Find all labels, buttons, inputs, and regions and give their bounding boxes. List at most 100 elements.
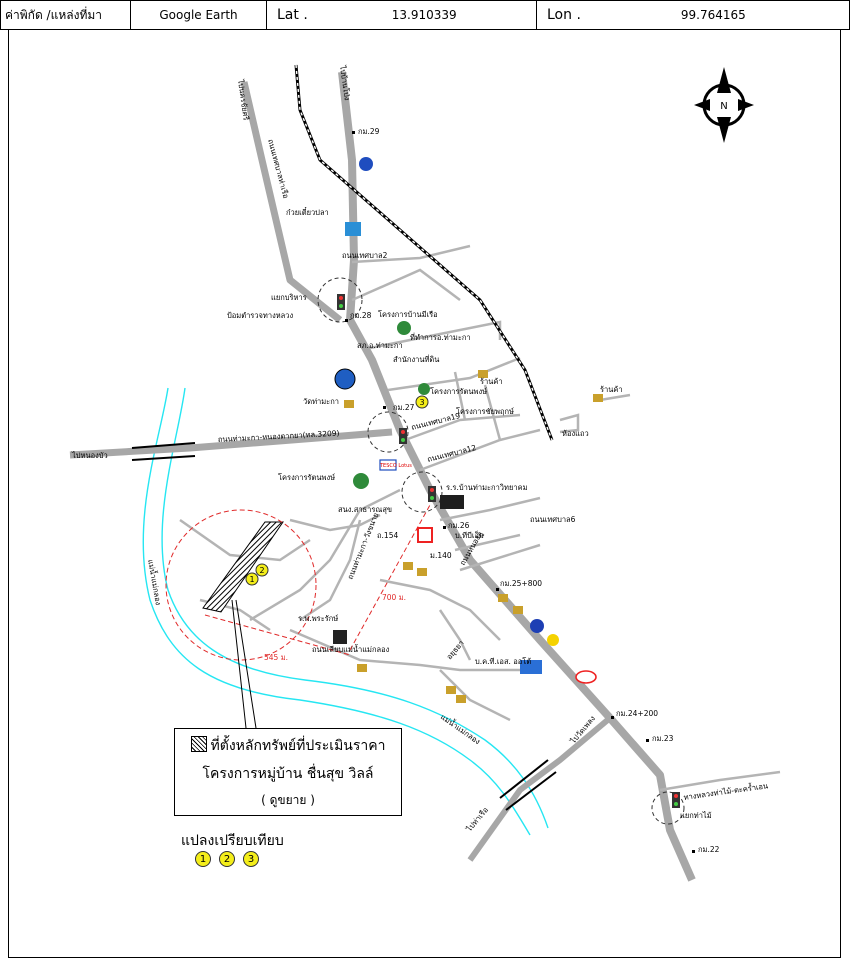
- intersection-circle-school: [401, 471, 443, 513]
- shell-station-icon: [547, 634, 559, 646]
- traffic-light-icon: [672, 792, 680, 808]
- river-bank-right: [161, 387, 549, 829]
- label-km22: กม.22: [698, 845, 720, 854]
- comparison-marker-3: 3: [243, 851, 259, 867]
- svg-text:3: 3: [419, 398, 424, 407]
- label-km29: กม.29: [358, 127, 380, 136]
- label-meter-700: 700 ม.: [382, 593, 406, 602]
- svg-text:2: 2: [259, 566, 264, 575]
- coordinate-header: ค่าพิกัด /แหล่งที่มา Google Earth Lat . …: [0, 0, 850, 30]
- tree-icon: [353, 321, 430, 489]
- lon-cell: Lon . 99.764165: [537, 1, 849, 29]
- compass-north-arrow: N: [694, 67, 754, 143]
- label-nakhon-chai-si: ไปนครชัยศรี: [236, 78, 251, 121]
- label-land-office: สำนักงานที่ดิน: [393, 354, 439, 364]
- school-icon: [440, 495, 464, 509]
- comparison-markers: 1 2 3: [195, 851, 259, 867]
- label-project-mai: โครงการบ้านมีเรือ: [378, 310, 438, 319]
- legend-line1: ที่ตั้งหลักทรัพย์ที่ประเมินราคา: [210, 738, 386, 754]
- label-wat-tha-maka: วัดท่ามะกา: [303, 397, 339, 406]
- label-meter-545: 545 ม.: [264, 653, 288, 662]
- label-yaek-tha-mai: แยกท่าไม้: [680, 811, 712, 820]
- label-mae-nam-mae-klong-south: แม่น้ำแม่กลอง: [439, 711, 483, 746]
- map-marker-2: 2: [255, 563, 269, 577]
- label-project-chuthong: โครงการชัยพฤกษ์: [456, 407, 514, 416]
- bridge-south: [499, 759, 557, 811]
- map-frame: [8, 30, 841, 958]
- bridge-wat-phleng-road: [467, 715, 612, 862]
- label-tha-maka-dist: สภ.อ.ท่ามะกา: [357, 341, 403, 350]
- label-lotus: TESCO Lotus: [379, 463, 412, 469]
- coord-source-label: ค่าพิกัด /แหล่งที่มา: [5, 7, 103, 22]
- pt-station-icon: [530, 619, 544, 633]
- label-talat: ห้องแถว: [562, 429, 589, 438]
- label-road-thesaban12: ถนนเทศบาล12: [426, 443, 477, 464]
- intersection-circle-km27: [367, 411, 409, 453]
- label-km23: กม.23: [652, 734, 674, 743]
- traffic-light-icon: [399, 428, 407, 444]
- label-km24-200: กม.24+200: [616, 709, 658, 718]
- lat-value: 13.910339: [391, 8, 457, 22]
- label-rai-pa: ร.พ.พระรักษ์: [298, 614, 338, 623]
- legend-line3: ( ดูขยาย ): [261, 793, 315, 807]
- compass-letter: N: [720, 101, 727, 112]
- label-bank: บ.ทีบีเอ็ม: [455, 530, 484, 540]
- label-nong-bua: ไปหนองบัว: [71, 451, 108, 460]
- lon-label: Lon .: [547, 7, 581, 23]
- lat-cell: Lat . 13.910339: [267, 1, 537, 29]
- label-shop-a: ร้านค้า: [480, 377, 503, 386]
- comparison-marker-2: 2: [219, 851, 235, 867]
- label-police-box: ป้อมตำรวจทางหลวง: [227, 311, 293, 320]
- distance-line-700: [349, 504, 431, 651]
- source-value: Google Earth: [159, 8, 238, 22]
- bank-icon: [345, 222, 361, 236]
- hatch-pattern-icon: [190, 736, 207, 752]
- svg-text:1: 1: [249, 575, 254, 584]
- label-project-bang-kung: ถนนท่ามะกา-วังขนาย: [346, 511, 381, 580]
- intersection-circle-tha-mai: [651, 791, 685, 825]
- label-school: ร.ร.บ้านท่ามะกาวิทยาคม: [446, 483, 528, 492]
- label-yaek-borihan: แยกบริหาร: [271, 293, 307, 302]
- label-road-wat-tha-maka: ถนนเลียบแม่น้ำแม่กลอง: [312, 644, 390, 654]
- tha-maka-road: [69, 428, 393, 459]
- lotus-store-icon: [379, 459, 397, 471]
- label-road-near-river: อยุธยา: [445, 639, 466, 662]
- source-cell: Google Earth: [131, 1, 267, 29]
- label-km27: กม.27: [393, 403, 415, 412]
- label-m140: ม.140: [430, 551, 452, 560]
- label-road-thesaban6: ถนนเทศบาล6: [530, 515, 576, 524]
- intersection-circle-borihan: [317, 277, 363, 323]
- km-post-icon: [345, 131, 695, 853]
- comparison-title: แปลงเปรียบเทียบ: [181, 833, 284, 849]
- label-road-154: ถ.154: [377, 531, 398, 540]
- label-tha-maka-office: ที่ทำการอ.ท่ามะกา: [410, 332, 471, 342]
- label-km26: กม.26: [448, 521, 470, 530]
- lat-label: Lat .: [277, 7, 308, 23]
- legend-pointer: [231, 599, 257, 729]
- label-mae-nam-mae-klong-west: แม่น้ำแม่กลอง: [146, 559, 164, 607]
- lon-value: 99.764165: [680, 8, 746, 22]
- legend-line2: โครงการหมู่บ้าน ชื่นสุข วิลล์: [202, 766, 374, 782]
- river-bank-left: [142, 387, 531, 836]
- label-tha-lo: ไปท่าเรือ: [464, 805, 490, 834]
- label-km25-800: กม.25+800: [500, 579, 542, 588]
- building-icon: [333, 630, 347, 644]
- label-kuay-tiew: ก๋วยเตี๋ยวปลา: [286, 207, 329, 217]
- traffic-light-icon: [428, 486, 436, 502]
- railway: [294, 64, 554, 441]
- label-pc-bank: บ.ค.ที.เอส. ออโต้: [475, 657, 531, 666]
- comparison-marker-1: 1: [195, 851, 211, 867]
- label-km28: กม.28: [350, 311, 372, 320]
- hospital-icon: [417, 527, 433, 543]
- house-icon: [344, 370, 603, 703]
- bank-building-icon: [520, 660, 542, 674]
- emblem-icon: [334, 368, 356, 390]
- bridge-west: [131, 442, 196, 461]
- legend-subject-line: ที่ตั้งหลักทรัพย์ที่ประเมินราคา: [175, 735, 401, 757]
- label-gov-office: สนง.สาธารณสุข: [338, 505, 392, 514]
- coord-source-label-cell: ค่าพิกัด /แหล่งที่มา: [1, 1, 131, 29]
- label-project-ratanapat: โครงการรัตนพงษ์: [430, 387, 487, 396]
- subject-site-area: [202, 521, 284, 613]
- label-shop-b: ร้านค้า: [600, 385, 623, 394]
